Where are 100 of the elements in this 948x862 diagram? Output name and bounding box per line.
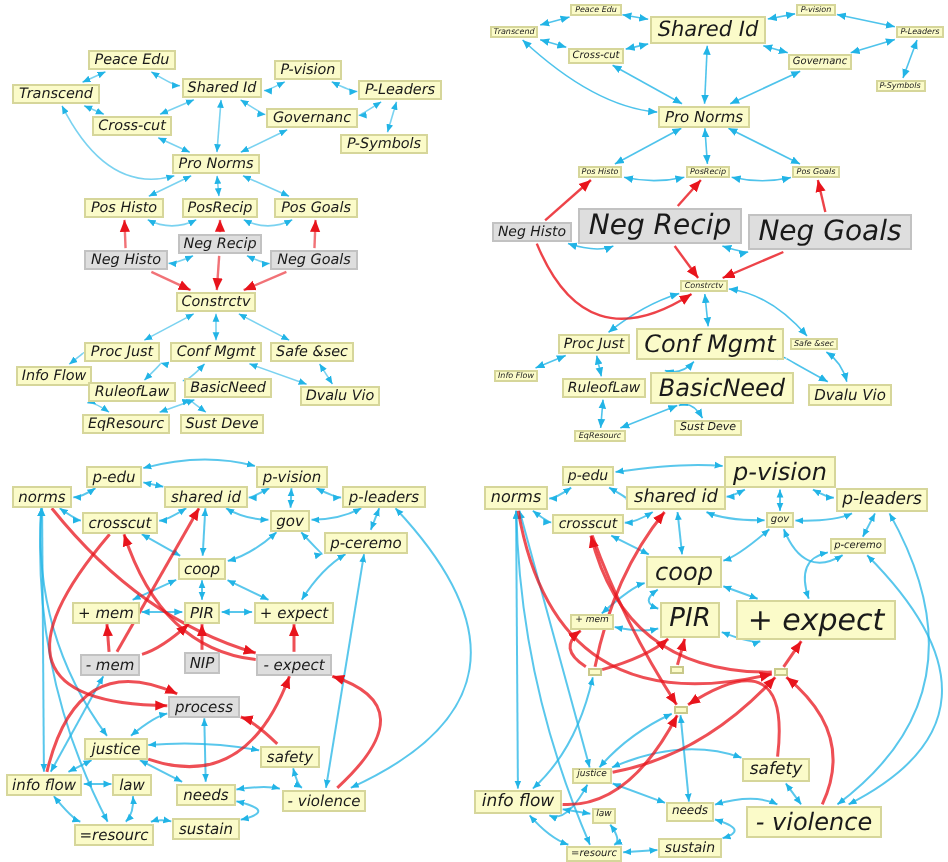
- arrow: [825, 351, 849, 383]
- arrow: [310, 507, 363, 524]
- arrow: [721, 245, 749, 257]
- arrow: [242, 175, 290, 197]
- arrow: [142, 458, 256, 470]
- arrow: [647, 588, 660, 610]
- arrow: [722, 528, 771, 562]
- concept-box: info flow: [474, 789, 562, 815]
- arrow: [81, 71, 107, 83]
- arrow: [242, 219, 294, 227]
- arrow: [676, 638, 687, 666]
- arrow: [147, 741, 261, 753]
- arrow: [568, 629, 587, 669]
- arrow: [239, 99, 267, 116]
- arrow: [300, 553, 347, 601]
- arrow: [235, 783, 281, 792]
- arrow: [613, 625, 660, 634]
- arrow: [614, 127, 683, 165]
- concept-box: PIR: [659, 602, 721, 638]
- arrow: [849, 38, 896, 54]
- arrow: [369, 507, 381, 531]
- arrow: [158, 399, 196, 413]
- arrow: [131, 578, 178, 601]
- arrow: [623, 175, 686, 183]
- arrow: [601, 637, 670, 672]
- arrow: [288, 624, 300, 652]
- arrow: [782, 640, 803, 668]
- arrow: [861, 512, 876, 538]
- arrow: [287, 487, 295, 509]
- arrow: [611, 782, 667, 804]
- arrow: [687, 679, 781, 757]
- arrow: [52, 795, 82, 823]
- arrow: [243, 270, 287, 292]
- arrow: [199, 507, 209, 557]
- arrow: [140, 608, 184, 616]
- arrow: [607, 292, 680, 334]
- small-box: [673, 706, 687, 714]
- arrow: [664, 360, 695, 377]
- concept-box: Neg Recip: [578, 207, 742, 245]
- arrow: [567, 242, 615, 253]
- arrow: [61, 105, 176, 181]
- arrow: [67, 759, 93, 773]
- arrow: [149, 816, 173, 824]
- arrow: [122, 533, 256, 662]
- arrow: [803, 551, 829, 600]
- arrow: [226, 531, 278, 562]
- arrow: [310, 219, 321, 249]
- arrow: [50, 507, 257, 655]
- arrow: [115, 507, 201, 653]
- arrow: [612, 676, 777, 774]
- arrow: [214, 99, 224, 153]
- arrow: [675, 511, 685, 556]
- arrow: [201, 717, 209, 783]
- arrow: [150, 270, 192, 292]
- arrow: [196, 624, 208, 650]
- arrow: [621, 12, 649, 22]
- arrow: [240, 715, 279, 745]
- arrow: [794, 512, 854, 525]
- arrow: [722, 585, 759, 600]
- arrow: [780, 357, 829, 383]
- arrow: [330, 81, 359, 95]
- concept-box: + expect: [736, 600, 896, 640]
- arrow: [263, 81, 286, 94]
- arrow: [624, 42, 649, 51]
- arrow: [38, 507, 48, 773]
- arrow: [611, 748, 743, 769]
- arrow: [140, 533, 182, 557]
- arrow: [48, 533, 168, 711]
- arrow: [521, 39, 658, 115]
- arrow: [214, 219, 226, 233]
- arrow: [239, 129, 289, 153]
- arrow: [767, 11, 796, 22]
- arrow: [673, 245, 700, 279]
- arrow: [150, 71, 181, 89]
- arrow: [82, 780, 113, 788]
- arrow: [544, 179, 592, 222]
- arrow: [323, 553, 367, 789]
- arrow: [138, 759, 184, 783]
- arrow: [212, 255, 223, 291]
- arrow: [518, 509, 591, 769]
- arrow: [72, 487, 97, 501]
- arrow: [598, 712, 673, 769]
- arrow: [315, 487, 343, 501]
- arrow: [143, 313, 195, 341]
- arrow: [622, 847, 659, 856]
- arrow: [725, 488, 746, 500]
- arrow: [730, 175, 792, 184]
- arrow: [143, 362, 168, 381]
- arrow: [159, 99, 195, 115]
- arrow: [902, 39, 918, 79]
- arrow: [836, 12, 896, 29]
- arrow: [220, 608, 254, 616]
- arrow: [318, 363, 334, 385]
- arrow: [562, 714, 679, 806]
- arrow: [386, 101, 398, 133]
- arrow: [727, 127, 801, 165]
- arrow: [300, 531, 324, 555]
- arrow: [701, 45, 711, 105]
- arrow: [167, 255, 194, 267]
- arrow: [102, 624, 113, 652]
